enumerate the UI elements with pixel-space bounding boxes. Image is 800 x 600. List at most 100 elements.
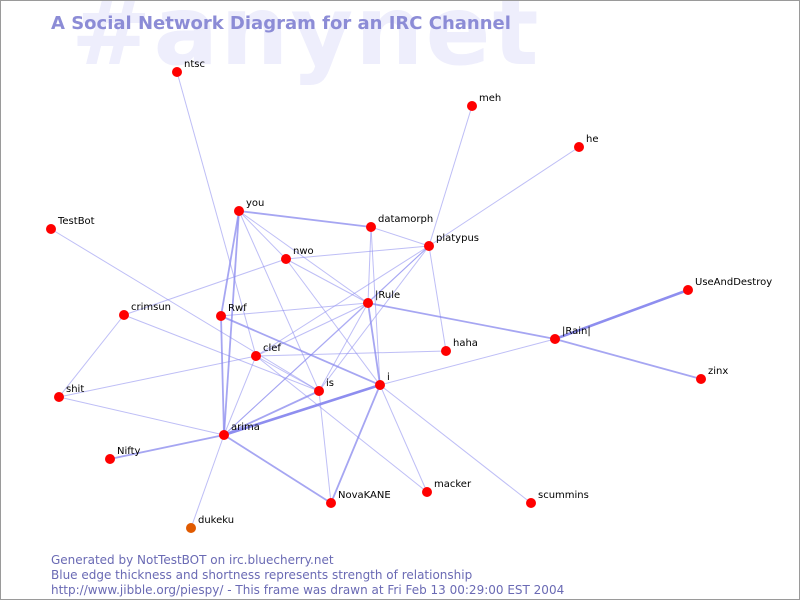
edge-Rwf-IRule xyxy=(220,302,369,317)
edge-platypus-IRule xyxy=(367,245,430,304)
edge-IRule-clef xyxy=(255,302,369,357)
node-datamorph: datamorph xyxy=(366,214,433,232)
node-macker: macker xyxy=(422,479,472,497)
edge-shit-arima xyxy=(58,396,225,436)
edge-ntsc-clef xyxy=(176,71,257,357)
edge-Rwf-arima xyxy=(220,315,225,436)
edge-IRainI-zinx xyxy=(554,338,702,380)
edge-clef-is xyxy=(255,355,320,392)
node-label-NovaKANE: NovaKANE xyxy=(338,490,391,501)
edge-Rwf-i xyxy=(220,315,381,386)
edge-datamorph-i xyxy=(370,226,381,386)
edge-nwo-crimsun xyxy=(123,258,287,316)
node-is: is xyxy=(314,378,334,396)
node-dot-haha xyxy=(441,346,451,356)
channel-watermark: #anynet xyxy=(71,0,541,87)
node-label-IRule: |Rule xyxy=(375,290,400,301)
edge-crimsun-shit xyxy=(58,314,125,398)
node-dot-Nifty xyxy=(105,454,115,464)
node-dot-IRainI xyxy=(550,334,560,344)
node-label-dukeku: dukeku xyxy=(198,515,234,526)
edge-datamorph-IRule xyxy=(367,226,372,304)
node-dot-arima xyxy=(219,430,229,440)
node-dot-TestBot xyxy=(46,224,56,234)
edge-platypus-haha xyxy=(428,245,447,352)
edge-arima-NovaKANE xyxy=(223,434,332,504)
node-dot-datamorph xyxy=(366,222,376,232)
node-label-is: is xyxy=(326,378,334,389)
node-NovaKANE: NovaKANE xyxy=(326,490,391,508)
edge-nwo-i xyxy=(285,258,381,386)
edge-you-Rwf xyxy=(220,210,240,317)
edge-you-datamorph xyxy=(238,210,372,228)
node-UseAndDestroy: UseAndDestroy xyxy=(683,277,772,295)
node-label-crimsun: crimsun xyxy=(131,302,171,313)
edge-i-arima xyxy=(223,383,381,437)
node-label-TestBot: TestBot xyxy=(57,216,95,227)
edge-you-nwo xyxy=(238,210,287,260)
edge-datamorph-platypus xyxy=(370,226,430,247)
node-dot-macker xyxy=(422,487,432,497)
node-label-macker: macker xyxy=(434,479,472,490)
node-i: i xyxy=(375,372,390,390)
node-he: he xyxy=(574,134,599,152)
edge-IRule-IRainI xyxy=(367,302,556,340)
node-arima: arima xyxy=(219,422,260,440)
node-label-zinx: zinx xyxy=(708,366,728,377)
footer-generated-by: Generated by NotTestBOT on irc.bluecherr… xyxy=(51,553,334,567)
node-dot-clef xyxy=(251,351,261,361)
edge-he-platypus xyxy=(428,146,580,247)
edge-clef-arima xyxy=(223,355,257,436)
edge-is-arima xyxy=(223,390,320,436)
node-ntsc: ntsc xyxy=(172,59,205,77)
node-dot-UseAndDestroy xyxy=(683,285,693,295)
node-dot-IRule xyxy=(363,298,373,308)
footer-legend-note: Blue edge thickness and shortness repres… xyxy=(51,568,473,582)
node-label-platypus: platypus xyxy=(436,233,479,244)
edge-IRule-is xyxy=(318,302,369,392)
node-crimsun: crimsun xyxy=(119,302,171,320)
node-label-ntsc: ntsc xyxy=(184,59,205,70)
edge-you-is xyxy=(238,210,320,392)
node-meh: meh xyxy=(467,93,501,111)
edge-i-NovaKANE xyxy=(330,384,381,504)
node-platypus: platypus xyxy=(424,233,479,251)
edge-IRainI-i xyxy=(379,338,556,386)
edge-clef-macker xyxy=(255,355,428,493)
node-dot-nwo xyxy=(281,254,291,264)
node-dot-platypus xyxy=(424,241,434,251)
node-dot-Rwf xyxy=(216,311,226,321)
footer-credits: Generated by NotTestBOT on irc.bluecherr… xyxy=(51,553,564,598)
node-dot-scummins xyxy=(526,498,536,508)
node-clef: clef xyxy=(251,343,281,361)
node-dot-you xyxy=(234,206,244,216)
node-dot-NovaKANE xyxy=(326,498,336,508)
node-Nifty: Nifty xyxy=(105,446,141,464)
edge-i-macker xyxy=(379,384,428,493)
node-TestBot: TestBot xyxy=(46,216,95,234)
node-zinx: zinx xyxy=(696,366,728,384)
node-dot-is xyxy=(314,386,324,396)
node-IRainI: |Rain| xyxy=(550,326,591,344)
node-label-scummins: scummins xyxy=(538,490,589,501)
node-dot-meh xyxy=(467,101,477,111)
node-label-you: you xyxy=(246,198,264,209)
node-nwo: nwo xyxy=(281,246,314,264)
node-scummins: scummins xyxy=(526,490,589,508)
node-dot-he xyxy=(574,142,584,152)
node-label-UseAndDestroy: UseAndDestroy xyxy=(695,277,772,288)
node-dot-dukeku xyxy=(186,523,196,533)
node-Rwf: Rwf xyxy=(216,303,247,321)
node-dot-crimsun xyxy=(119,310,129,320)
node-layer: ntsc meh he you datamorph TestBot platypus nwoU… xyxy=(46,59,772,533)
node-label-Rwf: Rwf xyxy=(228,303,247,314)
node-haha: haha xyxy=(441,338,478,356)
edge-IRule-arima xyxy=(223,302,369,436)
node-label-datamorph: datamorph xyxy=(378,214,433,225)
node-dot-zinx xyxy=(696,374,706,384)
node-label-clef: clef xyxy=(263,343,281,354)
edge-platypus-clef xyxy=(255,245,430,357)
edge-nwo-IRule xyxy=(285,258,369,304)
